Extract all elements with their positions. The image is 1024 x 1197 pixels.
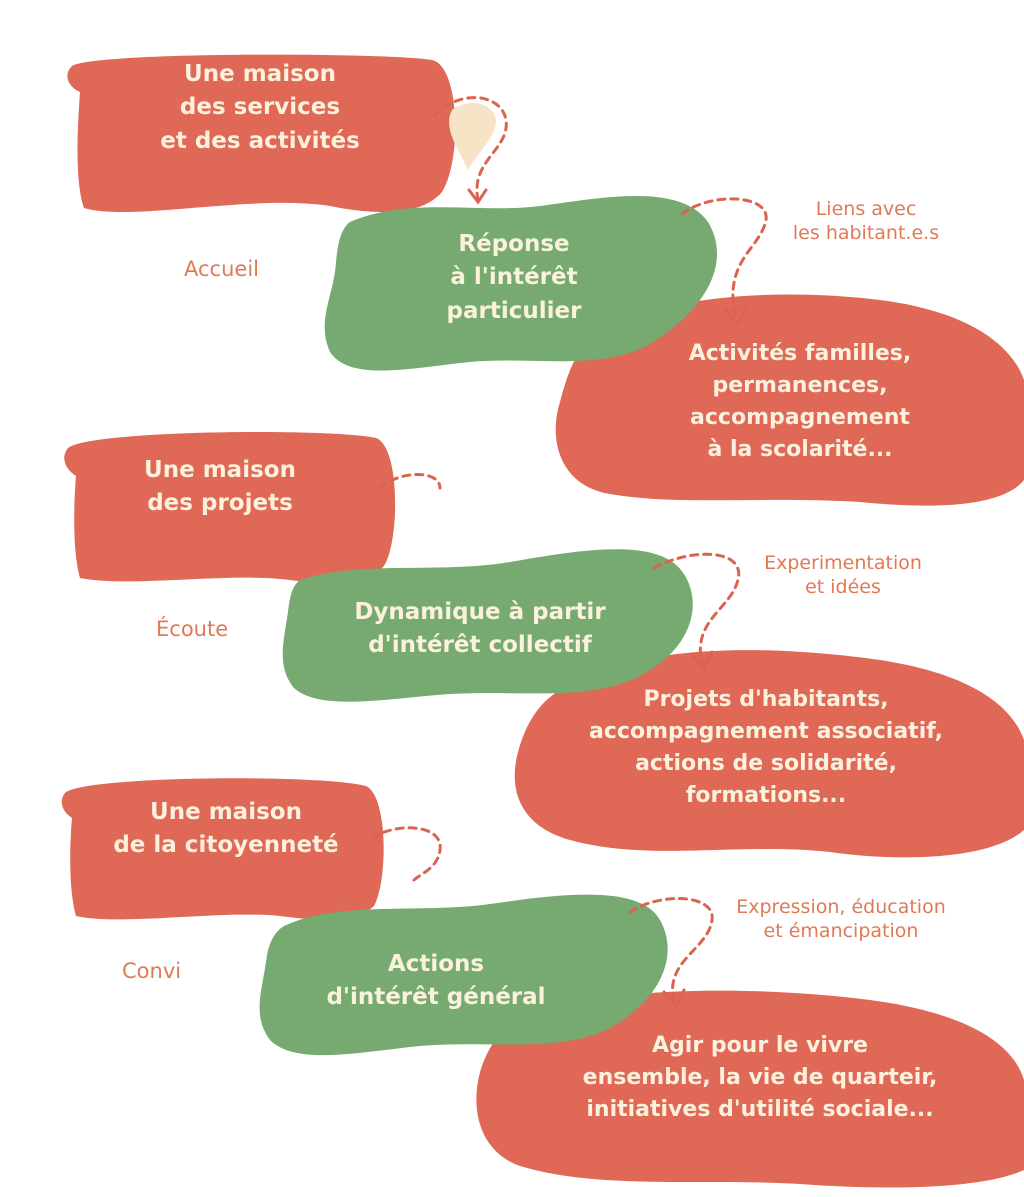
focus-blob-2 <box>282 549 693 702</box>
house-blob-1 <box>67 54 456 213</box>
actions-label-2: Projets d'habitants, accompagnement asso… <box>589 687 943 808</box>
actions-label-1: Activités familles, permanences, accompa… <box>688 341 912 462</box>
focus-label-3: Actions d'intérêt général <box>326 951 546 1011</box>
focus-blob-3 <box>259 894 668 1056</box>
note-label-1: Liens avec les habitant.e.s <box>792 198 940 244</box>
arrowhead-6 <box>662 988 686 1009</box>
actions-blob-3 <box>476 990 1024 1188</box>
value-label-3: Convi <box>122 959 182 983</box>
arrowhead-1 <box>467 188 488 205</box>
house-label-1: Une maison des services et des activités <box>160 61 360 154</box>
cream-bubble <box>449 102 496 170</box>
house-label-3: Une maison de la citoyenneté <box>113 799 339 859</box>
connector-arrow-3 <box>378 473 442 490</box>
arrowhead-4 <box>690 650 714 671</box>
connector-arrow-1 <box>432 96 508 202</box>
actions-label-3: Agir pour le vivre ensemble, la vie de q… <box>582 1033 938 1122</box>
connector-arrow-4 <box>652 552 741 666</box>
value-label-2: Écoute <box>156 617 229 641</box>
house-blob-3 <box>61 778 384 920</box>
focus-label-2: Dynamique à partir d'intérêt collectif <box>354 599 606 659</box>
actions-blob-2 <box>514 650 1024 858</box>
focus-blob-1 <box>324 196 717 371</box>
note-label-3: Expression, éducation et émancipation <box>736 896 946 942</box>
connector-arrow-2 <box>680 197 768 322</box>
house-blob-2 <box>64 432 396 584</box>
arrowhead-2 <box>724 306 748 327</box>
value-label-1: Accueil <box>184 257 259 281</box>
connector-arrow-6 <box>628 897 714 1004</box>
note-label-2: Experimentation et idées <box>764 552 922 598</box>
actions-blob-1 <box>555 294 1024 506</box>
house-label-2: Une maison des projets <box>144 457 296 517</box>
connector-arrow-5 <box>370 826 442 882</box>
focus-label-1: Réponse à l'intérêt particulier <box>446 231 582 324</box>
